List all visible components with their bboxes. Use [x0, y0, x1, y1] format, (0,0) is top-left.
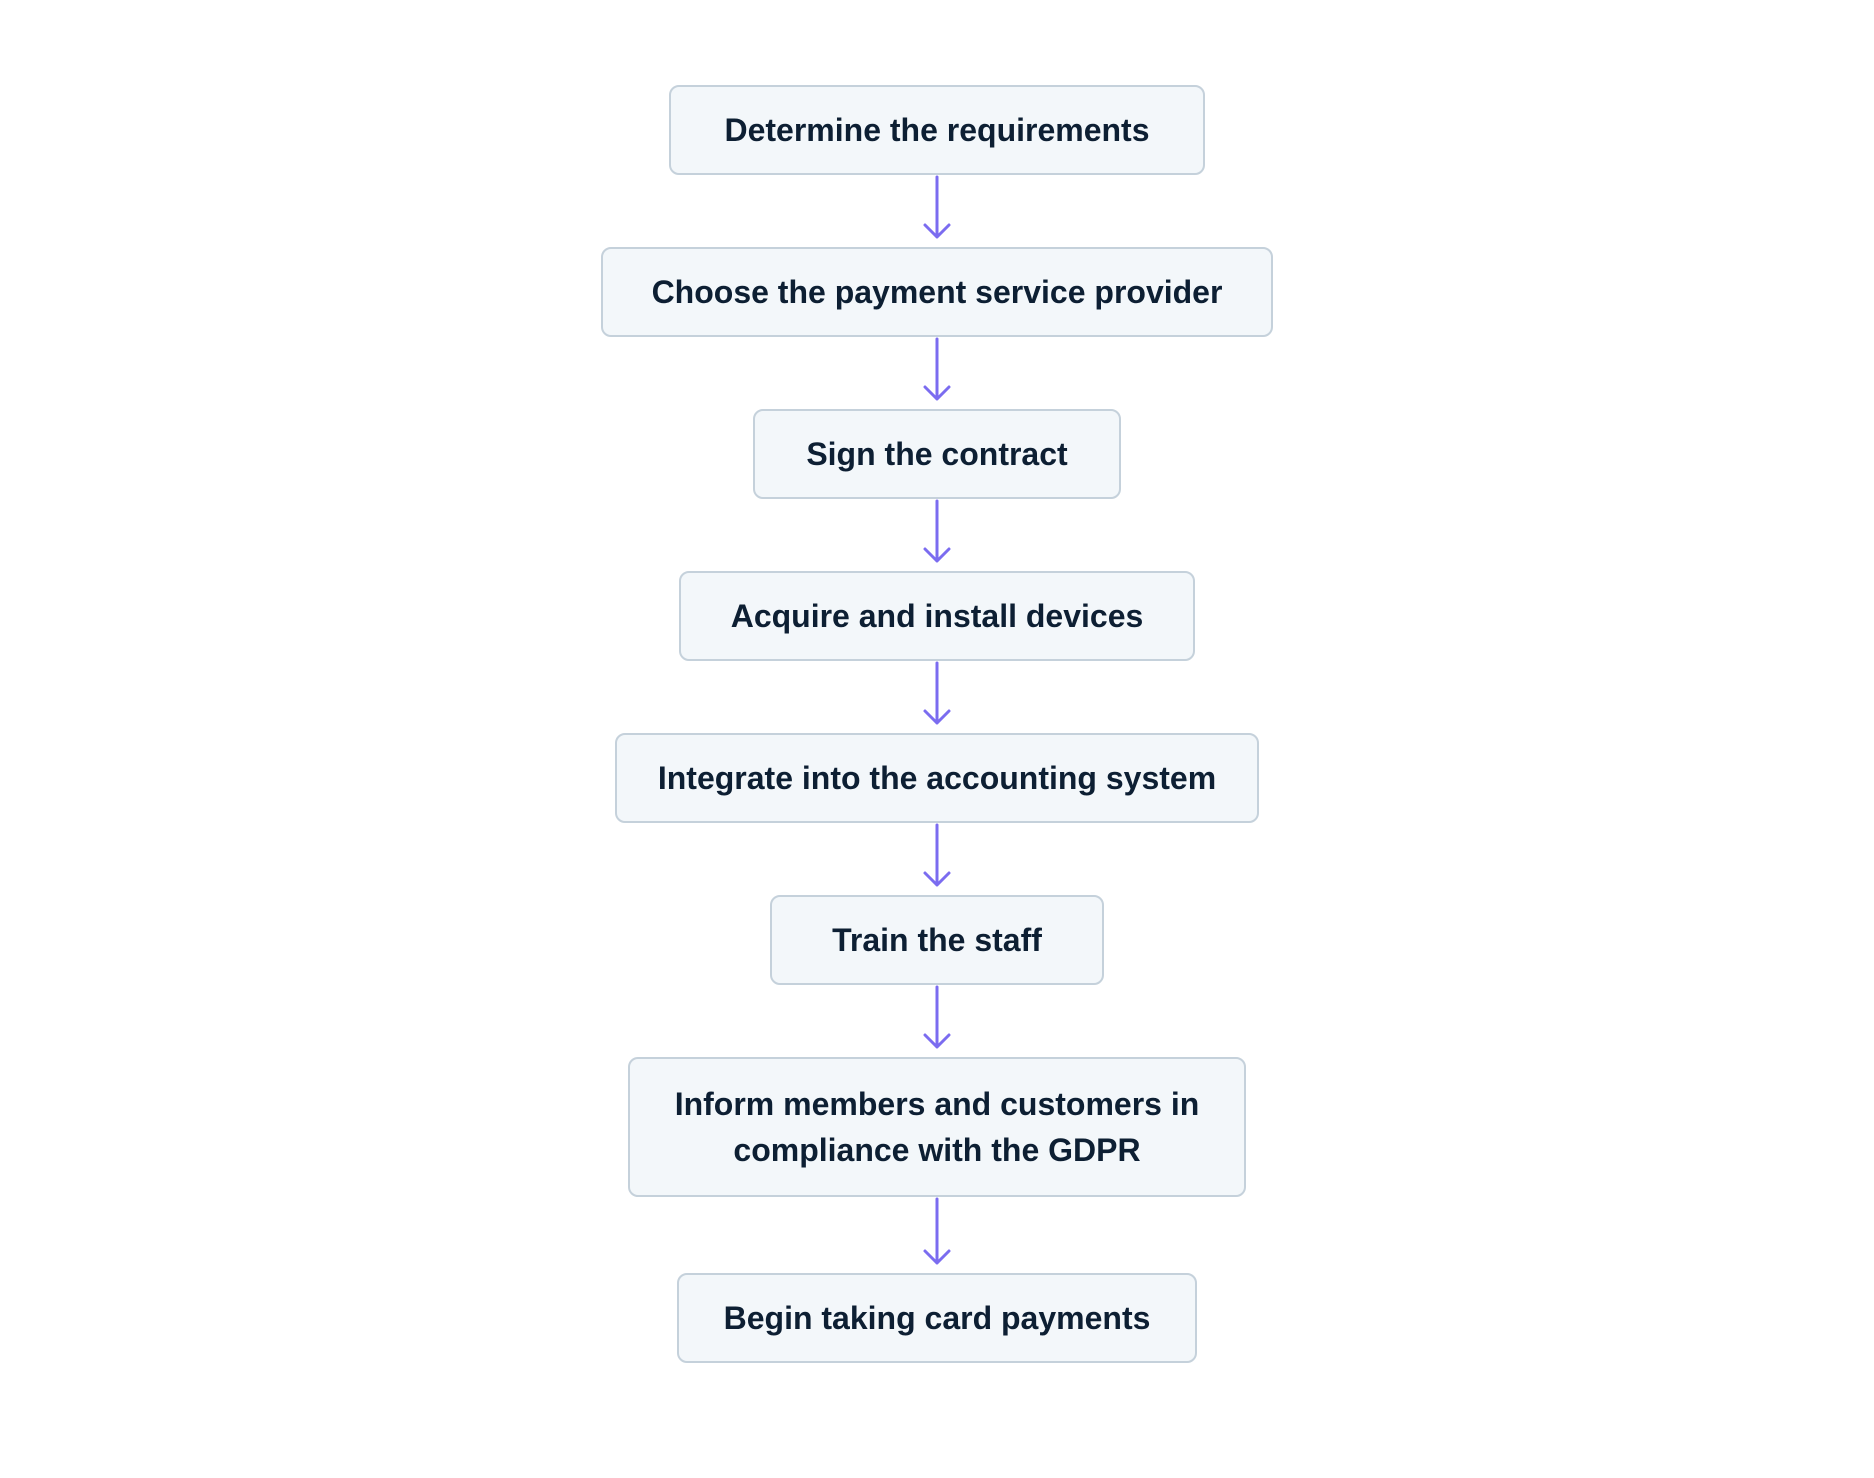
arrow-down-icon: [923, 499, 951, 563]
step-label: Integrate into the accounting system: [657, 760, 1217, 796]
step-integrate-accounting: Integrate into the accounting system: [615, 733, 1259, 823]
arrow-2: [923, 337, 951, 401]
arrow-3: [923, 499, 951, 563]
arrow-5: [923, 823, 951, 887]
arrow-4: [923, 661, 951, 725]
step-label: Begin taking card payments: [723, 1300, 1151, 1336]
arrow-down-icon: [923, 175, 951, 239]
step-sign-contract: Sign the contract: [753, 409, 1121, 499]
arrow-1: [923, 175, 951, 239]
step-label: Sign the contract: [806, 436, 1068, 472]
step-inform-gdpr: Inform members and customers in complian…: [628, 1057, 1246, 1197]
arrow-down-icon: [923, 337, 951, 401]
step-acquire-install-devices: Acquire and install devices: [679, 571, 1195, 661]
step-begin-card-payments: Begin taking card payments: [677, 1273, 1197, 1363]
arrow-down-icon: [923, 823, 951, 887]
arrow-7: [923, 1197, 951, 1265]
step-label: Choose the payment service provider: [651, 274, 1223, 310]
arrow-6: [923, 985, 951, 1049]
step-label: Determine the requirements: [724, 112, 1150, 148]
arrow-down-icon: [923, 985, 951, 1049]
step-determine-requirements: Determine the requirements: [669, 85, 1205, 175]
step-label: Acquire and install devices: [730, 598, 1144, 634]
arrow-down-icon: [923, 661, 951, 725]
arrow-down-icon: [923, 1197, 951, 1265]
step-label: Train the staff: [832, 922, 1042, 958]
step-train-staff: Train the staff: [770, 895, 1104, 985]
step-choose-provider: Choose the payment service provider: [601, 247, 1273, 337]
step-label: Inform members and customers in complian…: [674, 1086, 1200, 1168]
